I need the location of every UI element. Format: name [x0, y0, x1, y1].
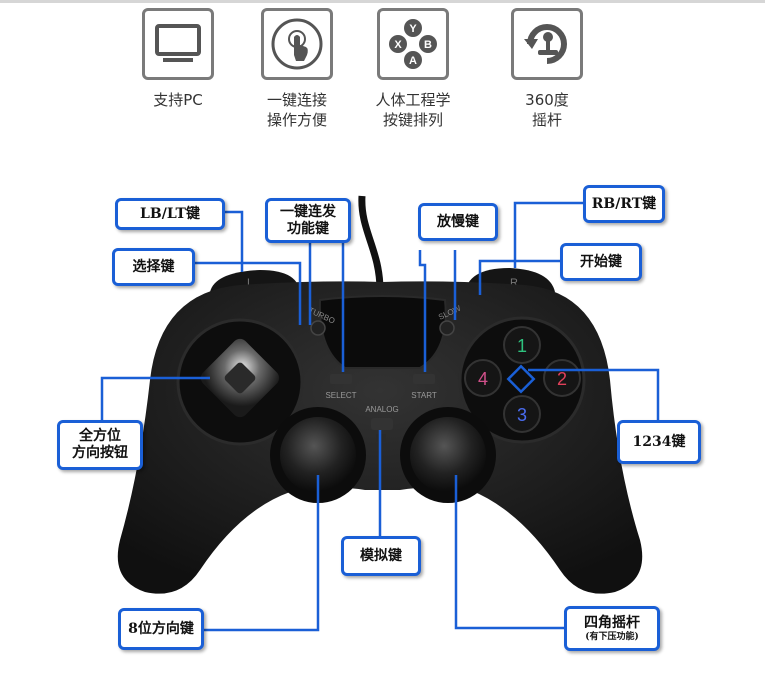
callout-1234: 1234键: [617, 420, 701, 464]
svg-text:X: X: [394, 39, 402, 51]
face-button-1: [503, 326, 541, 364]
callout-text: 放慢键: [437, 213, 479, 230]
button-1-label: 1: [517, 336, 527, 356]
callout-text: 选择键: [132, 258, 175, 275]
callout-text: 1234键: [632, 433, 686, 450]
callout-subtext: (有下压功能): [585, 631, 639, 642]
feature-360-joystick: 360度 摇杆: [487, 8, 607, 130]
lead-start-label: [478, 259, 560, 295]
shoulder-l-mark: L: [247, 277, 253, 289]
svg-text:B: B: [424, 39, 432, 51]
feature-ergonomic: Y X B A 人体工程学 按键排列: [353, 8, 473, 130]
face-button-4: [464, 359, 502, 397]
feature-label: 一键连接 操作方便: [266, 91, 327, 129]
lead-sticks: [454, 475, 565, 630]
callout-analog: 模拟键: [341, 536, 421, 576]
select-button: [330, 374, 352, 384]
feature-label: 人体工程学 按键排列: [375, 91, 451, 129]
top-divider: [0, 0, 765, 3]
leader-lines: [100, 201, 660, 632]
feature-label: 360度 摇杆: [525, 91, 569, 129]
xyab-buttons-icon: Y X B A: [377, 8, 449, 80]
shoulder-r-mark: R: [510, 277, 518, 289]
callout-text: 一键连发 功能键: [280, 203, 336, 237]
callout-start: 开始键: [560, 243, 642, 281]
lead-dir8: [203, 475, 320, 632]
joystick-360-icon: [511, 8, 583, 80]
start-button: [413, 374, 435, 384]
callout-lb-lt: LB/LT键: [115, 198, 225, 230]
feature-label: 支持PC: [153, 91, 203, 109]
callout-sticks: 四角摇杆 (有下压功能): [564, 606, 660, 651]
select-mark: SELECT: [325, 391, 356, 400]
callout-text: LB/LT键: [140, 205, 200, 222]
button-3-label: 3: [517, 405, 527, 425]
callout-text: RB/RT键: [591, 195, 657, 212]
callout-slow: 放慢键: [418, 203, 498, 241]
analog-button: [371, 418, 393, 430]
lead-lb: [225, 210, 244, 272]
left-stick: [280, 417, 356, 493]
callout-text: 四角摇杆: [584, 614, 640, 631]
callout-text: 开始键: [580, 253, 622, 270]
turbo-button: [310, 320, 326, 336]
analog-mark: ANALOG: [365, 405, 398, 414]
svg-text:A: A: [409, 55, 417, 67]
lead-select: [195, 261, 302, 325]
dpad-button: [200, 338, 280, 418]
monitor-icon: [142, 8, 214, 80]
lead-1234: [528, 368, 660, 423]
button-marker: [506, 364, 536, 394]
button-2-label: 2: [557, 369, 567, 389]
face-button-well: [458, 316, 586, 444]
button-4-label: 4: [478, 369, 488, 389]
lead-rb: [513, 201, 583, 268]
callout-select: 选择键: [112, 248, 195, 286]
face-button-3: [503, 395, 541, 433]
svg-text:Y: Y: [409, 23, 417, 35]
callout-turbo: 一键连发 功能键: [265, 198, 351, 243]
callout-text: 模拟键: [360, 547, 402, 564]
lead-start: [418, 250, 427, 372]
callout-text: 8位方向键: [128, 620, 194, 637]
center-panel: [318, 295, 447, 369]
callout-rb-rt: RB/RT键: [583, 185, 665, 223]
usb-cable: [358, 195, 384, 291]
callout-text: 全方位 方向按钮: [72, 428, 128, 461]
callout-8dir: 8位方向键: [118, 608, 204, 650]
feature-one-key-connect: 一键连接 操作方便: [237, 8, 357, 130]
callout-dpad: 全方位 方向按钮: [57, 420, 143, 470]
feature-support-pc: 支持PC: [118, 8, 238, 110]
touch-hand-icon: [261, 8, 333, 80]
start-mark: START: [411, 391, 437, 400]
slow-button: [439, 320, 455, 336]
right-stick: [410, 417, 486, 493]
